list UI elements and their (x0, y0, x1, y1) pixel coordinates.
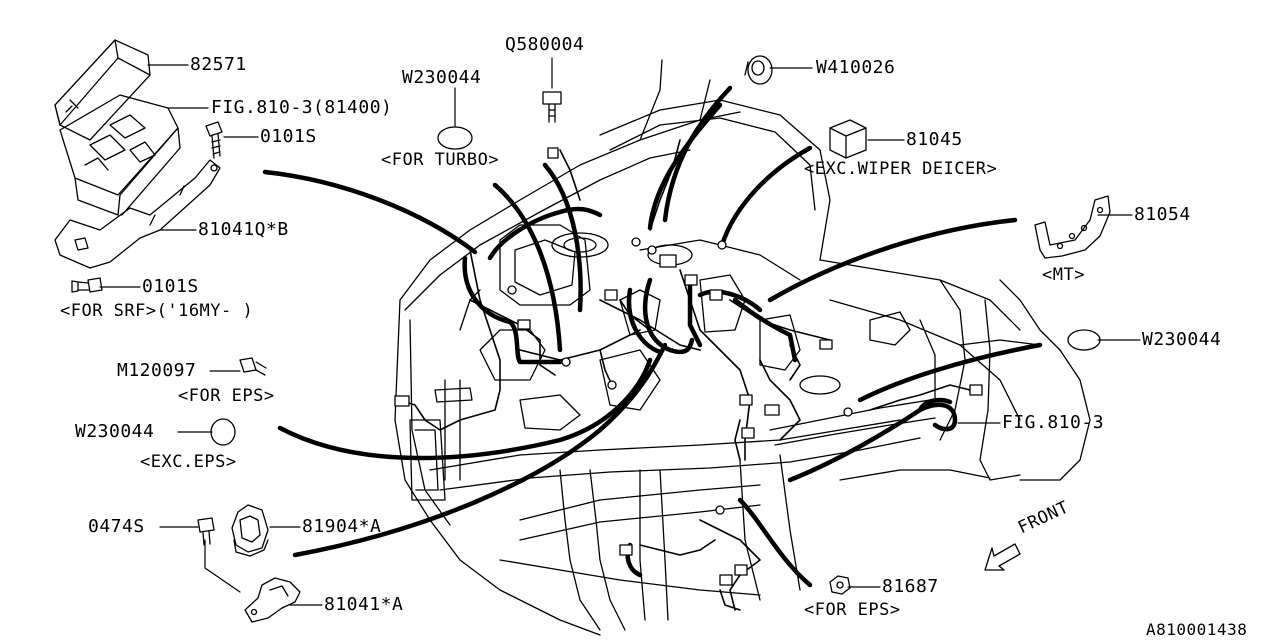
label-81904a: 81904*A (302, 516, 382, 537)
part-w230044-grommet-top (437, 126, 473, 150)
label-fig810-3: FIG.810-3 (1002, 412, 1105, 433)
part-w410026-clip (744, 55, 773, 85)
part-81045-relay (829, 119, 867, 159)
leader-lines (99, 57, 1141, 606)
part-81041qb-bracket (54, 159, 221, 269)
note-for-srf: <FOR SRF>('16MY- ) (60, 301, 254, 321)
diagram-id: A810001438 (1146, 620, 1248, 639)
note-for-eps-upper: <FOR EPS> (178, 386, 275, 406)
part-w230044-grommet-right (1067, 329, 1101, 351)
part-81687-nut (829, 575, 851, 595)
label-q580004: Q580004 (505, 34, 585, 55)
label-82571: 82571 (190, 54, 247, 75)
part-fusebox (59, 94, 181, 216)
part-0101s-bolt-top (205, 121, 223, 159)
part-0474s-bolt (197, 517, 215, 546)
main-harness (262, 85, 1043, 588)
harness-connectors (394, 147, 983, 586)
label-0474s: 0474S (88, 516, 145, 537)
label-81687: 81687 (882, 576, 939, 597)
label-0101s-bottom: 0101S (142, 276, 199, 297)
part-82571-fusebox-cover (54, 39, 151, 141)
part-81054-bracket (1034, 195, 1111, 259)
note-exc-wiper-deicer: <EXC.WIPER DEICER> (804, 159, 998, 179)
part-81041a-bracket (244, 577, 301, 623)
vehicle-body-outline (394, 59, 1091, 636)
part-q580004-bolt (542, 91, 562, 123)
label-w230044-left: W230044 (75, 421, 155, 442)
note-for-turbo: <FOR TURBO> (381, 150, 500, 170)
note-for-eps-lower: <FOR EPS> (804, 600, 901, 620)
label-81045: 81045 (906, 129, 963, 150)
label-w230044-top: W230044 (402, 67, 482, 88)
label-w230044-right: W230044 (1142, 329, 1222, 350)
part-w230044-grommet-left (210, 418, 236, 446)
part-0101s-bolt-bottom (71, 277, 103, 293)
front-arrow-icon (984, 543, 1021, 571)
label-81041qb: 81041Q*B (198, 219, 289, 240)
label-fig810-3-81400: FIG.810-3(81400) (211, 97, 393, 118)
part-81904a-clamp (231, 504, 269, 557)
label-w410026: W410026 (816, 57, 896, 78)
note-exc-eps: <EXC.EPS> (140, 452, 237, 472)
label-0101s-top: 0101S (260, 126, 317, 147)
wire-branches (399, 139, 971, 611)
label-81054: 81054 (1134, 204, 1191, 225)
label-m120097: M120097 (117, 360, 197, 381)
label-81041a: 81041*A (324, 594, 404, 615)
part-m120097-bolt (239, 357, 267, 376)
note-mt: <MT> (1042, 265, 1085, 285)
